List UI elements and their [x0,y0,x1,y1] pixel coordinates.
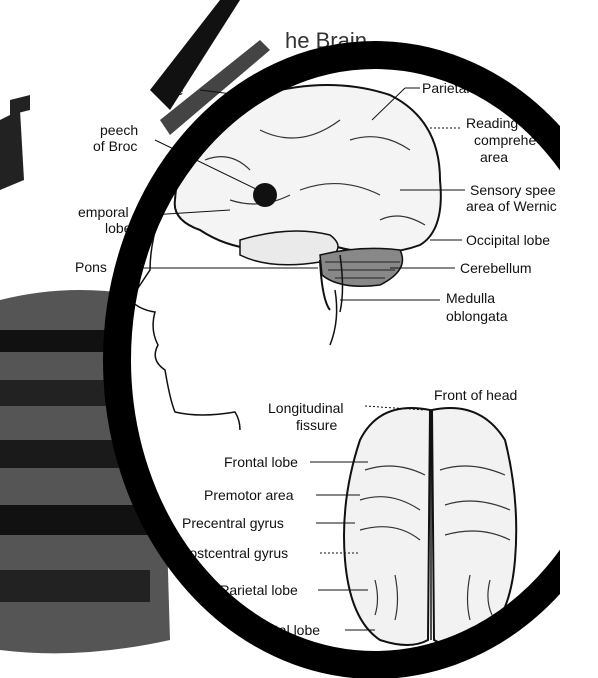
label-temporal-1: emporal [78,204,129,220]
label-medulla-2: oblongata [446,308,508,324]
right-margin [560,0,598,678]
label-speech-broca-1: peech [100,122,138,138]
label-occipital: Occipital lobe [466,232,550,248]
label-sensory-2: area of Wernic [466,198,557,214]
label-speech-broca-2: of Broc [93,138,137,154]
label-medulla-1: Medulla [446,290,495,306]
label-cerebellum: Cerebellum [460,260,532,276]
label-longitudinal-2: fissure [296,417,337,433]
label-pons: Pons [75,259,107,275]
label-premotor: Premotor area [204,487,294,503]
label-precentral: Precentral gyrus [182,515,284,531]
label-front-of-head: Front of head [434,387,517,403]
label-reading-3: area [480,149,508,165]
label-top-frontal: Frontal lobe [224,454,298,470]
label-reading-2: comprehe [474,132,536,148]
label-frontal-lobe: obe [160,82,184,98]
label-longitudinal-1: Longitudinal [268,400,344,416]
label-sensory-1: Sensory spee [470,182,556,198]
